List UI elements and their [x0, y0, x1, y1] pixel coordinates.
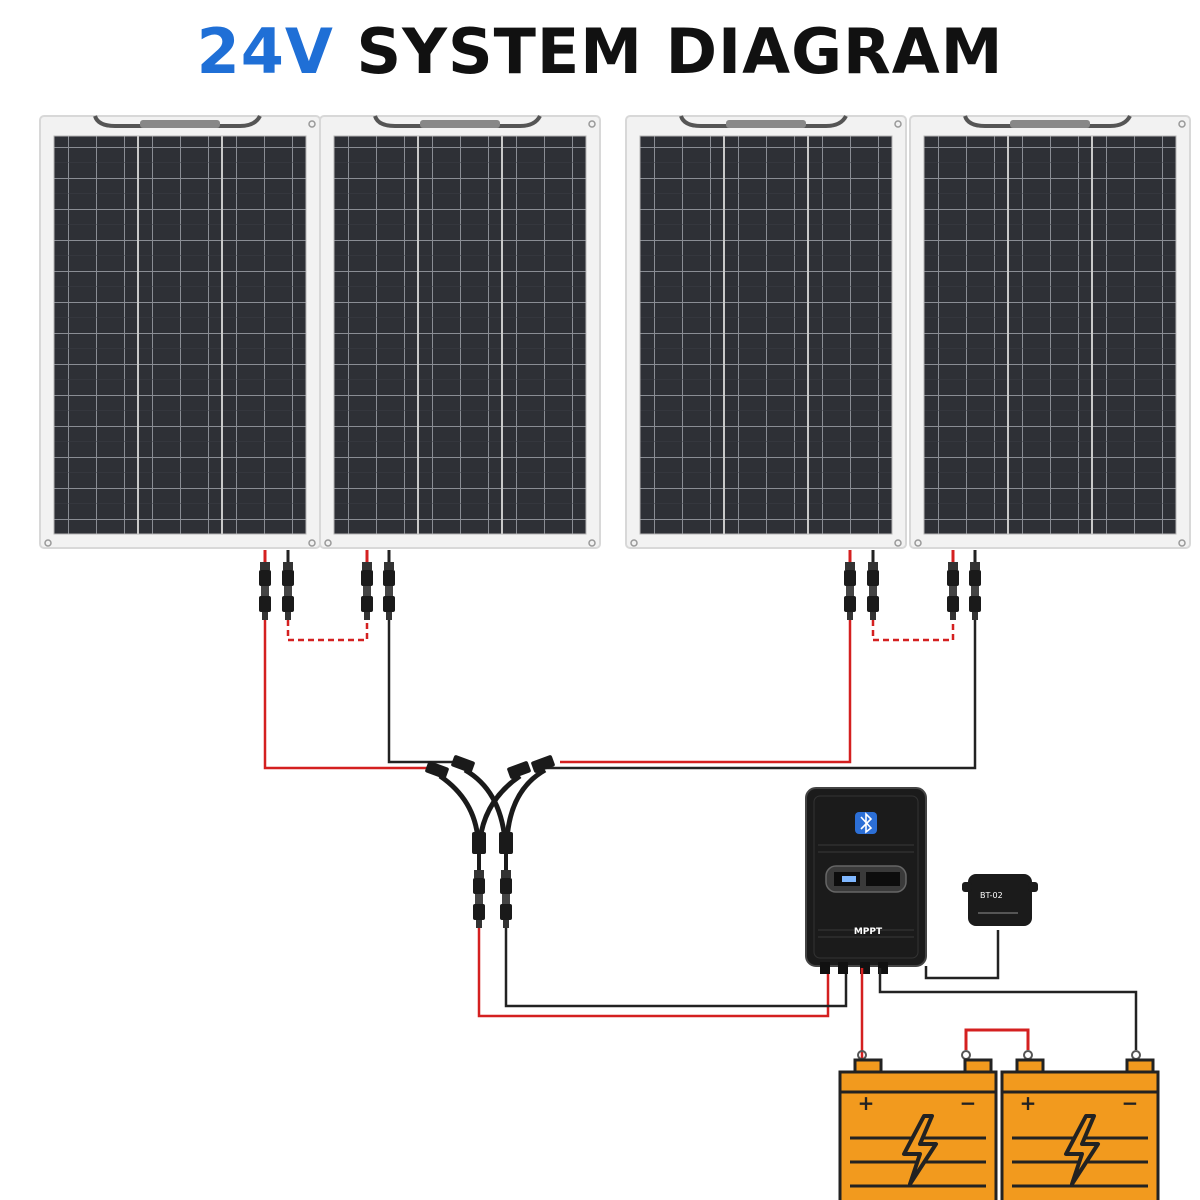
battery-2-plus: + [1020, 1091, 1037, 1115]
bluetooth-module: BT-02 [924, 874, 1038, 980]
controller-label: MPPT [854, 927, 883, 937]
title-voltage: 24V [196, 15, 334, 88]
page-title: 24V SYSTEM DIAGRAM [0, 14, 1200, 90]
ring-terminals [857, 1050, 1141, 1060]
battery-2-minus: − [1122, 1091, 1139, 1115]
array-wires [263, 620, 977, 770]
bluetooth-module-label: BT-02 [980, 891, 1003, 900]
solar-panel-2 [318, 114, 602, 550]
controller-input-wires [477, 928, 848, 1018]
y-branch-connector [425, 755, 555, 928]
panel-connectors [259, 550, 981, 620]
battery-2 [1000, 1058, 1160, 1200]
mppt-charge-controller: MPPT [805, 787, 927, 974]
battery-1-plus: + [858, 1091, 875, 1115]
battery-wires [860, 968, 1138, 1062]
solar-panel-3 [624, 114, 908, 550]
battery-1-minus: − [960, 1091, 977, 1115]
series-link-wires [286, 620, 955, 642]
solar-panel-4 [908, 114, 1192, 550]
battery-1 [838, 1058, 998, 1200]
title-text: SYSTEM DIAGRAM [356, 15, 1004, 88]
solar-panel-1 [38, 114, 322, 550]
